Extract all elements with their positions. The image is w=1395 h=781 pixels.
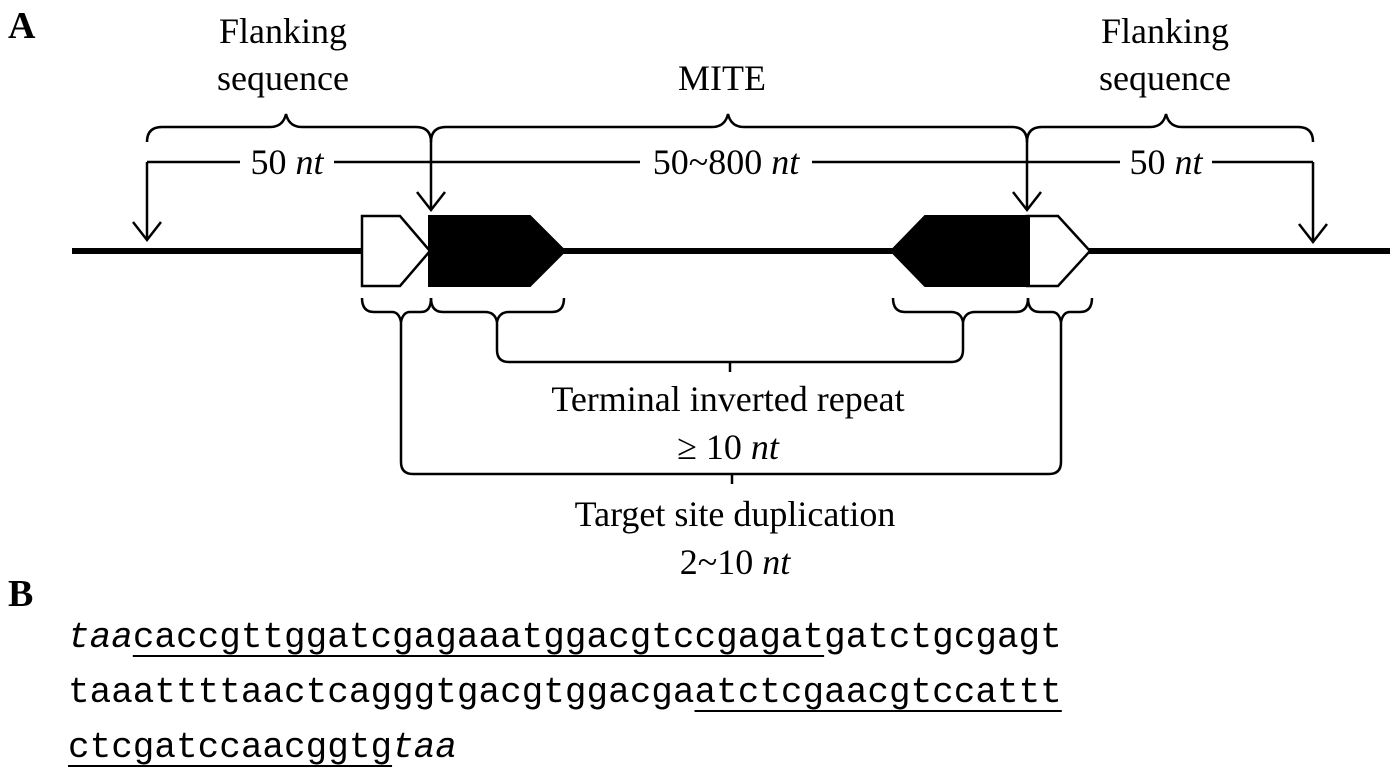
flank-right-arrow-head [1298, 223, 1328, 245]
mite-label: MITE [678, 58, 766, 98]
flank-left-brace [145, 113, 433, 143]
panel-a-letter: A [8, 5, 36, 47]
flank-left-length-label: 50 nt [250, 142, 324, 182]
mite-length-label: 50~800 nt [653, 142, 800, 182]
tir-connector [495, 322, 965, 364]
tsd-length-label: 2~10 nt [680, 542, 791, 582]
mite-right-arrow-head [1012, 191, 1042, 213]
sequence-line-3: ctcgatccaacggtgtaa [68, 723, 457, 773]
tsd-label: Target site duplication [575, 494, 896, 534]
tir-length-label: ≥ 10 nt [677, 427, 780, 467]
flank-right-label-line2: sequence [1099, 58, 1231, 98]
flank-right-label-line1: Flanking [1101, 11, 1229, 51]
down-arrows [132, 142, 1328, 245]
tsd-5prime: taa [68, 617, 133, 658]
mite-brace [429, 113, 1029, 143]
tir-5prime-part1: caccgttggatcgagaaatggacgtccgagat [132, 617, 825, 658]
bottom-small-braces [360, 297, 1094, 323]
tsd-left-arrow [360, 214, 432, 288]
tsd-3prime: taa [392, 727, 457, 768]
tsd-right-arrow [1025, 214, 1092, 288]
tsd-right-brace [1026, 297, 1094, 323]
flank-left-label-line1: Flanking [219, 11, 347, 51]
sequence-line-1: taacaccgttggatcgagaaatggacgtccgagatgatct… [68, 613, 1062, 663]
tsd-left-brace [360, 297, 433, 323]
flank-left-label-line2: sequence [217, 58, 349, 98]
sequence-line-2: taaattttaactcagggtgacgtggacgaatctcgaacgt… [68, 668, 1062, 718]
tir-right-arrow [889, 215, 1030, 287]
tir-label: Terminal inverted repeat [551, 379, 904, 419]
mite-left-arrow-head [416, 191, 446, 213]
tir-left-brace [429, 297, 566, 323]
core-sequence-part2: taaattttaactcagggtgacgtggacga [68, 672, 695, 713]
tir-3prime-part1: atctcgaacgtccattt [694, 672, 1062, 713]
flank-right-brace [1025, 113, 1315, 143]
flank-left-arrow-head [132, 221, 162, 243]
tir-3prime-part2: ctcgatccaacggtg [68, 727, 393, 768]
flank-right-length-label: 50 nt [1129, 142, 1203, 182]
panel-b-letter: B [8, 573, 33, 615]
tir-left-arrow [428, 215, 567, 287]
tir-right-brace [891, 297, 1030, 323]
core-sequence-part1: gatctgcgagt [824, 617, 1062, 658]
